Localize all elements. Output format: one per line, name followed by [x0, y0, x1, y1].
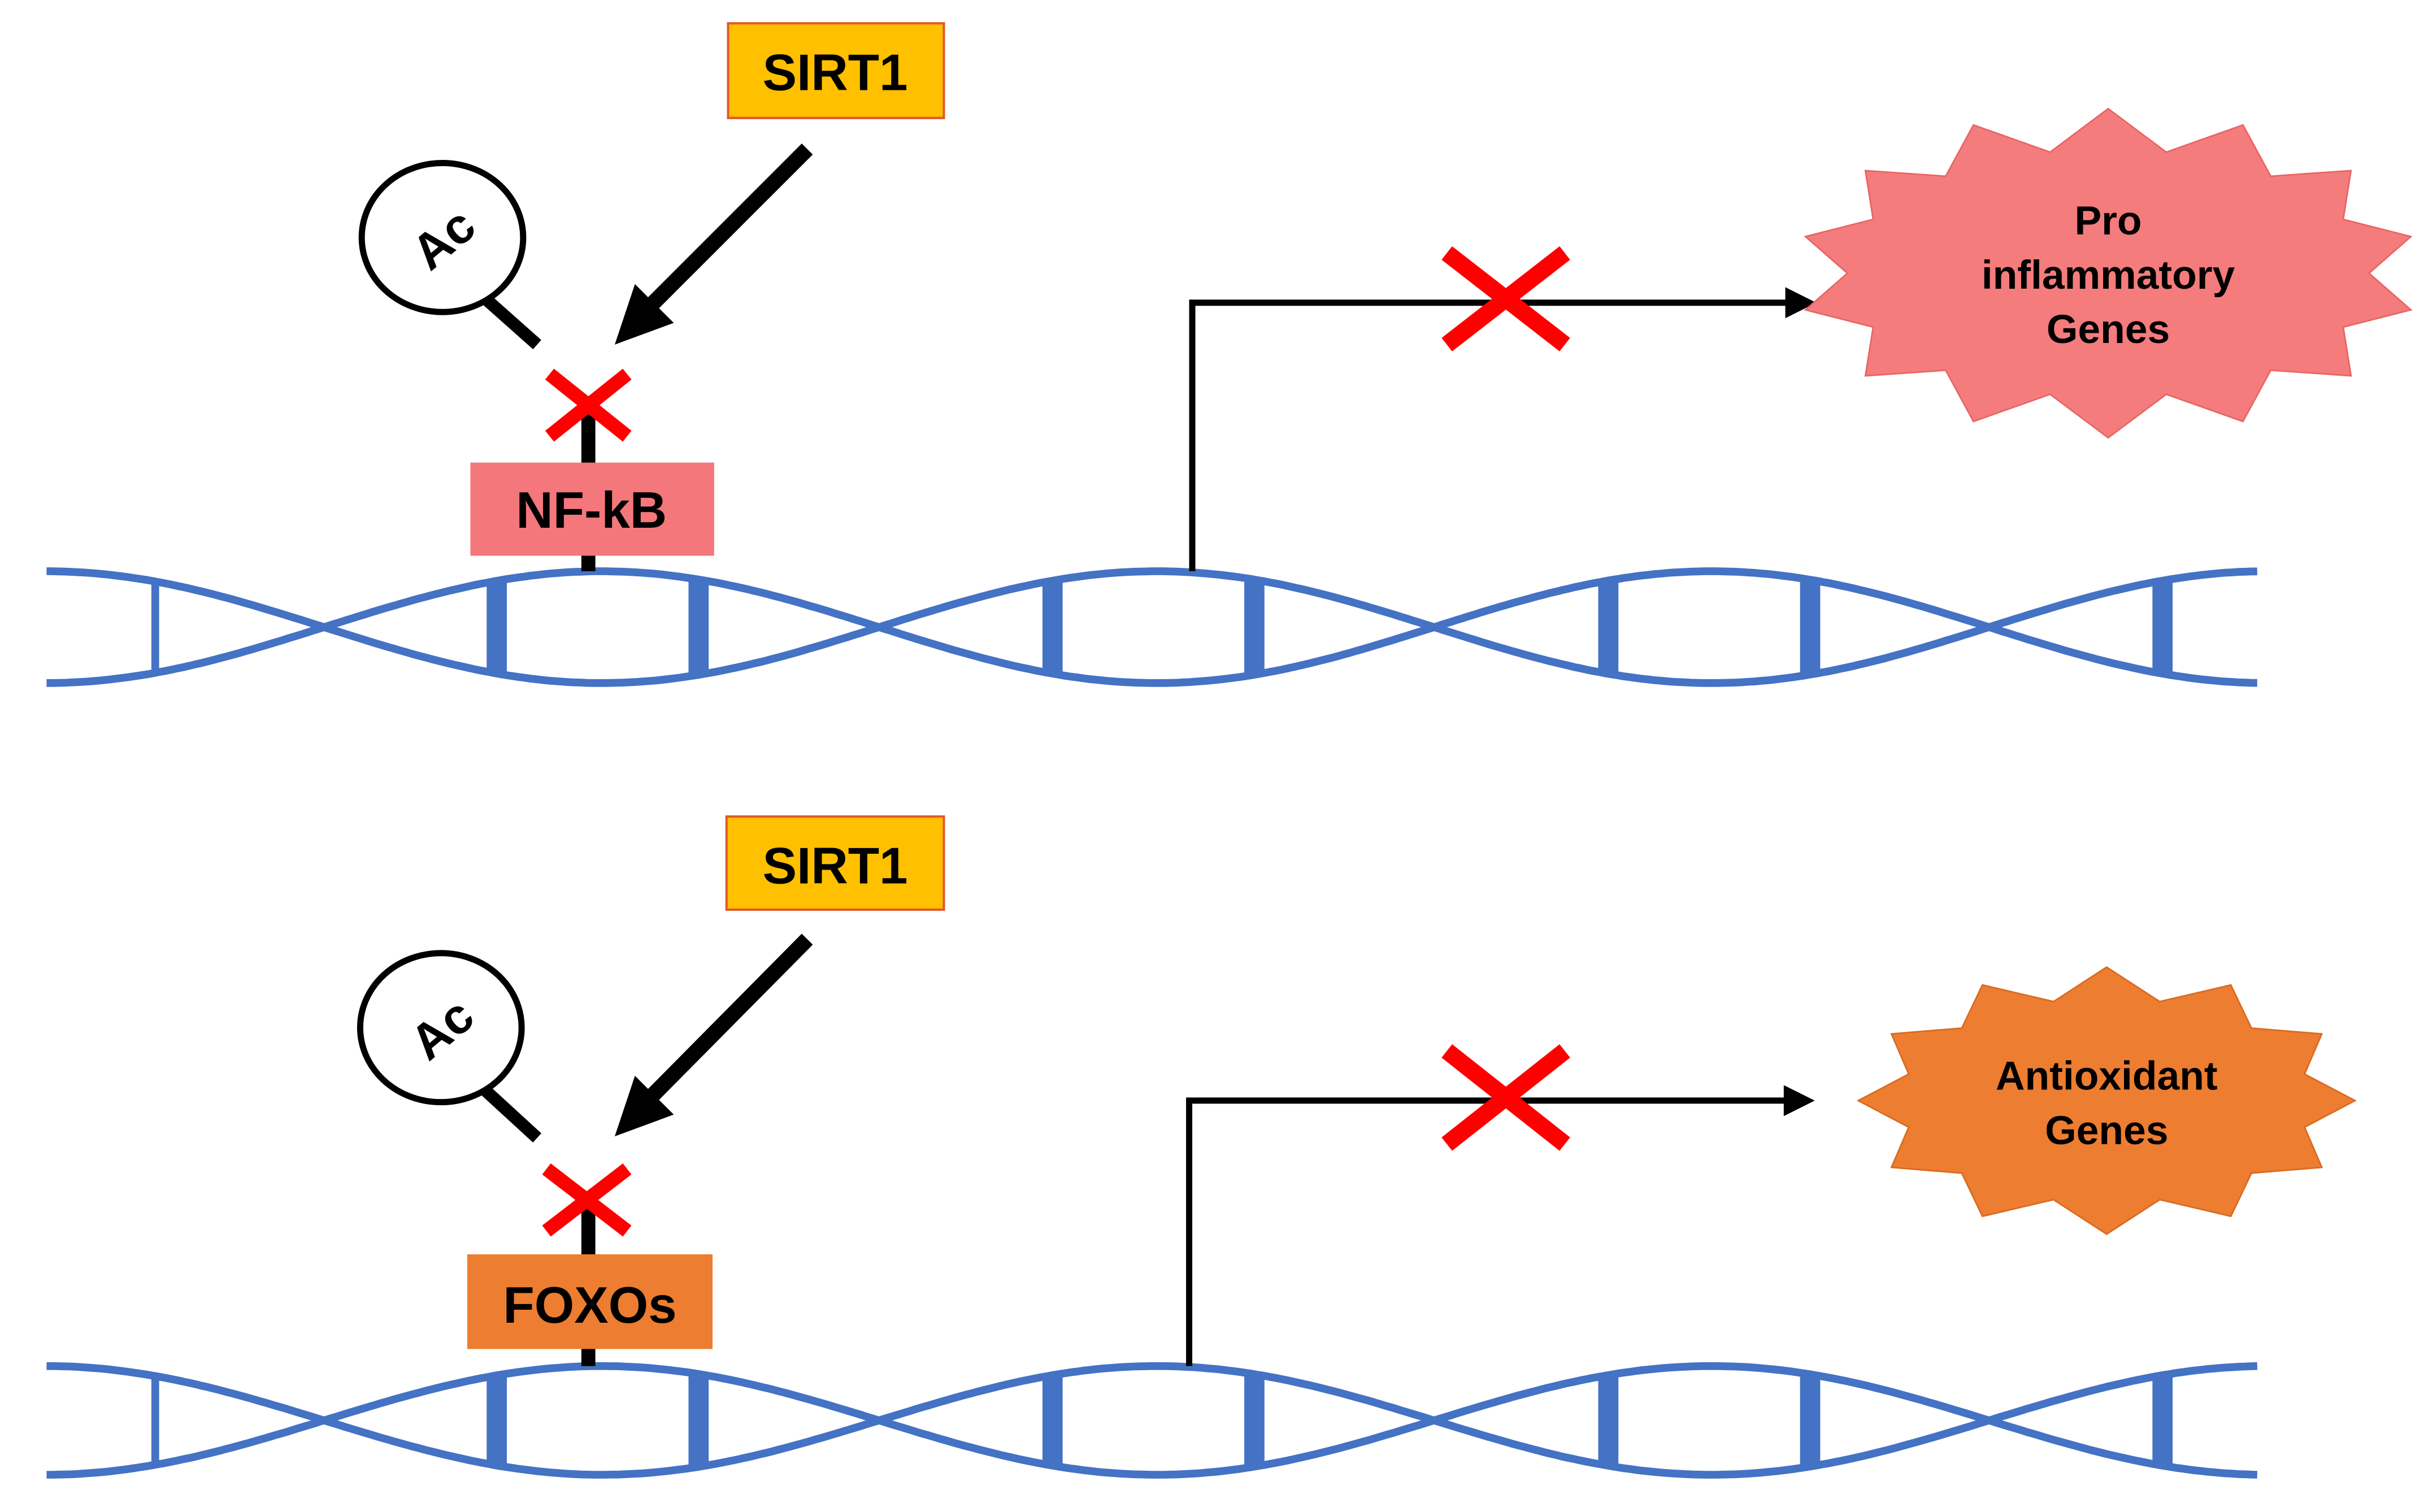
genes-label-line1: Pro — [2074, 198, 2142, 244]
dna-strand — [46, 567, 2257, 687]
dna-base-pair — [1800, 1374, 1821, 1467]
dna-base-pair — [688, 1374, 709, 1467]
genes-label-line2: Genes — [2045, 1108, 2168, 1153]
genes-label-line3: Genes — [2047, 307, 2170, 352]
dna-helix — [46, 1362, 2257, 1479]
dna-base-pair — [1598, 580, 1619, 674]
dna-strand — [46, 1362, 2257, 1479]
dna-base-pair — [1244, 579, 1265, 675]
red-x-icon — [542, 1163, 632, 1237]
dna-strand — [46, 567, 2257, 687]
pro-inflammatory-genes-burst: Pro inflammatory Genes — [1804, 107, 2413, 439]
dna-base-pair — [487, 580, 507, 674]
dna-base-pair — [1042, 1375, 1063, 1466]
acetyl-group: Ac — [357, 950, 542, 1142]
dna-base-pair — [151, 1376, 159, 1465]
sirt1-label: SIRT1 — [763, 837, 908, 894]
red-x-icon — [1441, 1044, 1570, 1151]
foxos-label: FOXOs — [503, 1277, 676, 1334]
dna-base-pair — [1800, 580, 1821, 675]
dna-base-pair — [487, 1375, 507, 1466]
arrow-icon — [614, 933, 813, 1137]
dna-base-pair — [1244, 1374, 1265, 1467]
arrow-icon — [614, 144, 813, 345]
panel-foxos: FOXOs Ac SIRT1 Antiox — [46, 815, 2357, 1479]
dna-helix — [46, 567, 2257, 687]
transcription-arrow — [1186, 1085, 1815, 1366]
panel-nfkb: NF-kB Ac SIRT1 — [46, 22, 2413, 687]
transcription-arrow — [1189, 287, 1817, 572]
dna-base-pair — [2152, 1375, 2173, 1466]
foxos-box: FOXOs — [467, 1254, 713, 1349]
genes-label-line1: Antioxidant — [1996, 1054, 2218, 1099]
nfkb-label: NF-kB — [516, 482, 667, 539]
acetyl-group: Ac — [358, 159, 541, 350]
sirt1-box: SIRT1 — [725, 815, 945, 911]
red-x-icon — [1441, 246, 1570, 351]
dna-base-pair — [1042, 580, 1063, 674]
sirt1-label: SIRT1 — [763, 44, 908, 101]
dna-base-pair — [1598, 1375, 1619, 1466]
dna-base-pair — [2152, 580, 2173, 674]
dna-strand — [46, 1362, 2257, 1479]
sirt1-box: SIRT1 — [727, 22, 945, 119]
dna-base-pair — [688, 579, 709, 675]
antioxidant-genes-burst: Antioxidant Genes — [1856, 966, 2357, 1235]
nfkb-box: NF-kB — [470, 462, 714, 556]
genes-label-line2: inflammatory — [1982, 253, 2235, 298]
dna-base-pair — [151, 581, 159, 673]
red-x-icon — [545, 368, 632, 442]
